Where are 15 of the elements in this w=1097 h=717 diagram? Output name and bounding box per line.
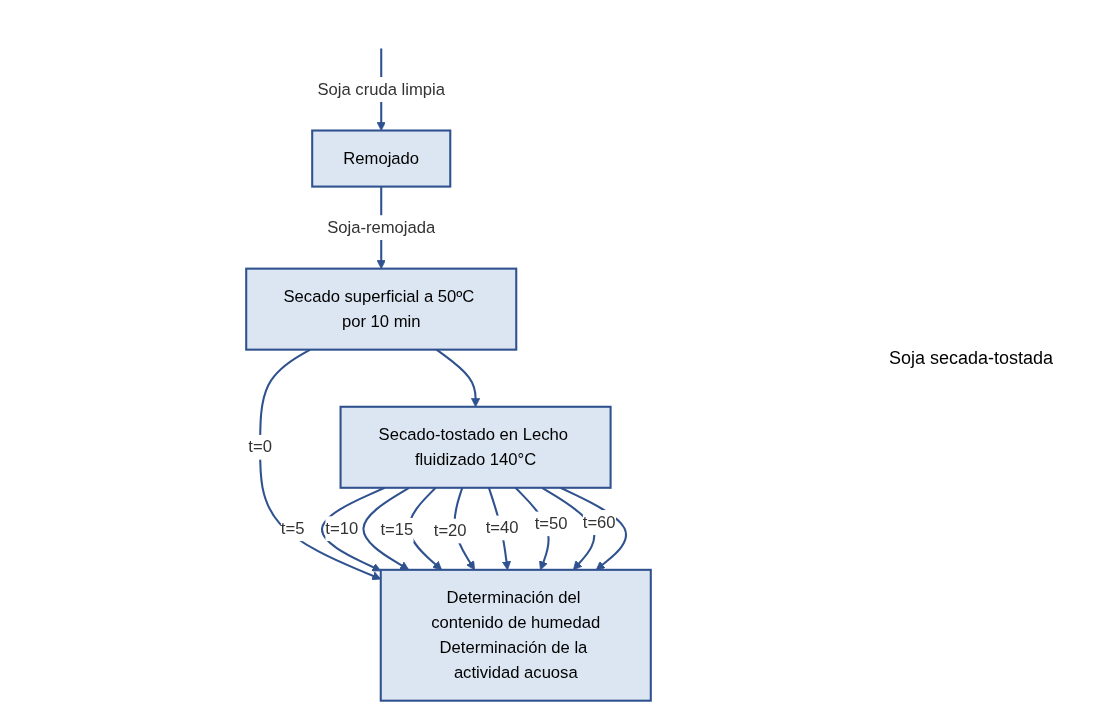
edge-label: Soja-remojada [327, 217, 436, 236]
edge-label: t=40 [485, 518, 519, 536]
edge-label: Soja cruda limpia [317, 79, 445, 98]
edge-label: t=10 [325, 518, 359, 537]
edge-label: t=15 [380, 520, 414, 539]
edge-label: t=50 [534, 514, 568, 532]
edge-label: t=0 [248, 437, 272, 456]
node-box: Determinación del contenido de humedad Determinación de la actividad acuosa [379, 568, 652, 702]
note-label: Soja secada-tostada [889, 348, 1055, 369]
edge-label: t=60 [582, 512, 616, 531]
node-box: Remojado [311, 128, 452, 188]
node-box: Secado superficial a 50ºC por 10 min [245, 267, 518, 351]
edge-label: t=5 [280, 518, 305, 537]
edge-label: t=20 [433, 521, 467, 539]
node-box: Secado-tostado en Lecho fluidizado 140°C [339, 405, 612, 489]
